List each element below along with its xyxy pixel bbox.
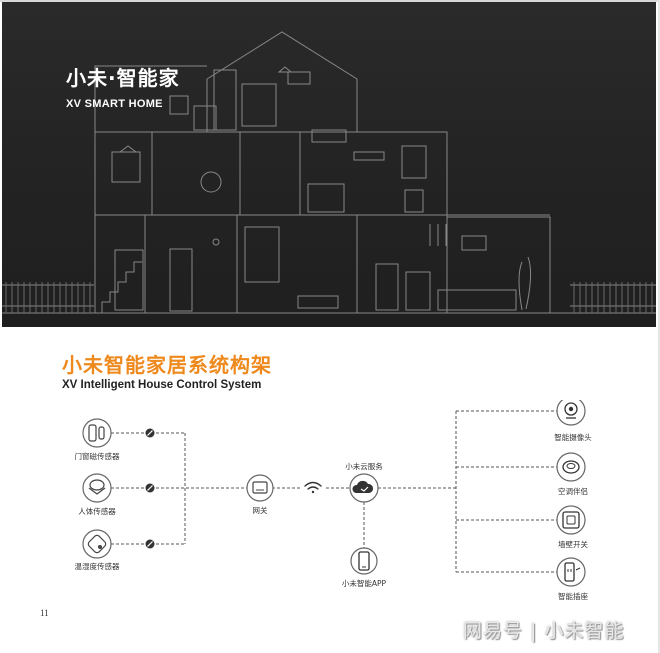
ac-companion-icon bbox=[556, 452, 586, 482]
watermark: 网易号 | 小未智能 bbox=[463, 620, 625, 642]
door-window-sensor-icon bbox=[82, 418, 112, 448]
wall-switch-icon bbox=[556, 505, 586, 535]
device-label-ac-companion: 空调伴侣 bbox=[558, 487, 588, 496]
smart-socket-icon bbox=[556, 557, 586, 587]
motion-sensor-icon bbox=[82, 473, 112, 503]
phone-icon bbox=[350, 547, 378, 575]
system-subtitle: XV Intelligent House Control System bbox=[62, 379, 262, 391]
architecture-diagram bbox=[82, 400, 586, 587]
device-label-smart-socket: 智能插座 bbox=[558, 592, 588, 601]
sensor-label-temp-humidity: 温湿度传感器 bbox=[74, 562, 120, 571]
brand-title: 小未·智能家 bbox=[66, 66, 180, 90]
page-edge bbox=[658, 0, 660, 653]
camera-icon bbox=[556, 400, 586, 426]
sensor-label-motion: 人体传感器 bbox=[78, 507, 116, 516]
link-marker-icon bbox=[145, 428, 155, 549]
brand-subtitle: XV SMART HOME bbox=[66, 98, 163, 110]
gateway-icon bbox=[246, 474, 274, 502]
page-number: 11 bbox=[40, 608, 49, 618]
cloud-service-label: 小未云服务 bbox=[345, 462, 383, 471]
device-label-wall-switch: 墙壁开关 bbox=[558, 540, 588, 549]
cloud-service-icon bbox=[349, 473, 379, 503]
device-label-camera: 智能摄像头 bbox=[554, 433, 592, 442]
house-illustration bbox=[2, 31, 656, 314]
hero-banner: 小未·智能家 XV SMART HOME bbox=[2, 2, 656, 327]
gateway-label: 网关 bbox=[252, 506, 268, 515]
wifi-icon bbox=[304, 481, 322, 494]
app-label: 小未智能APP bbox=[341, 579, 387, 588]
system-title: 小未智能家居系统构架 bbox=[62, 353, 272, 377]
page-edge bbox=[0, 0, 660, 2]
sensor-label-door-window: 门窗磁传感器 bbox=[74, 452, 120, 461]
temp-humidity-sensor-icon bbox=[82, 529, 112, 559]
